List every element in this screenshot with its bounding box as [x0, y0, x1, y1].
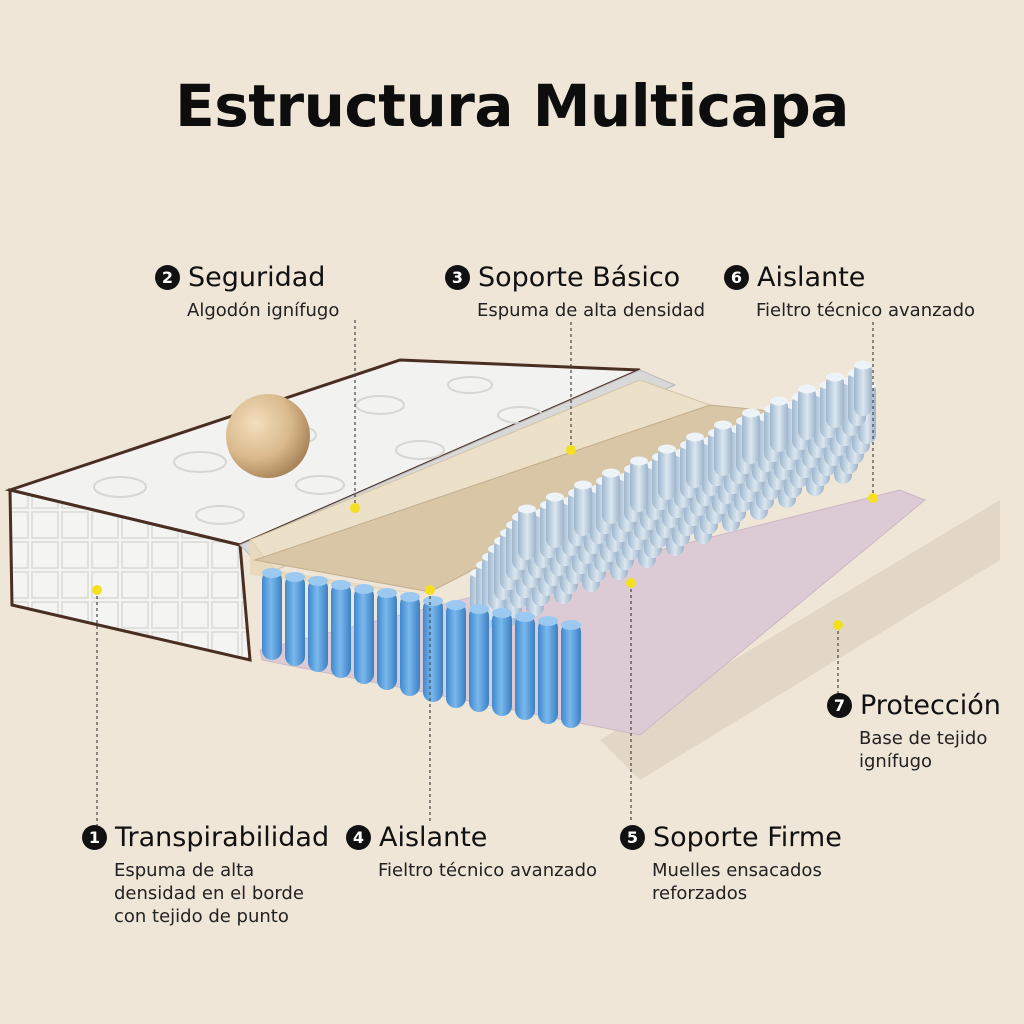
callout-title: Protección [860, 690, 1001, 721]
spring-cap [658, 444, 676, 454]
callout-number: 1 [82, 825, 107, 850]
spring-cap [630, 456, 648, 466]
spring-cap [854, 360, 872, 370]
callout-number: 2 [155, 265, 180, 290]
callout-description: Espuma de alta densidad en el borde con … [114, 860, 304, 927]
spring-coil [538, 618, 558, 724]
spring-cap [742, 408, 760, 418]
spring-cap [826, 372, 844, 382]
callout-2: 2 Seguridad Algodón ignífugo [155, 262, 339, 322]
spring-coil [354, 586, 374, 684]
spring-cap [446, 600, 466, 610]
spring-coil [285, 574, 305, 666]
spring-cap [262, 568, 282, 578]
spring-cap [561, 620, 581, 630]
callout-title: Seguridad [188, 262, 326, 293]
callout-description: Fieltro técnico avanzado [756, 300, 976, 321]
spring-cap [538, 616, 558, 626]
callout-title: Aislante [757, 262, 866, 293]
spring-coil [518, 506, 536, 560]
spring-cap [423, 596, 443, 606]
mattress-side-panel [8, 488, 252, 662]
spring-coil [826, 374, 844, 428]
spring-cap [400, 592, 420, 602]
spring-coil [770, 398, 788, 452]
callout-4: 4 Aislante Fieltro técnico avanzado [346, 822, 597, 882]
indicator-dot-2 [350, 503, 360, 513]
spring-coil [546, 494, 564, 548]
spring-coil [262, 570, 282, 660]
spring-cap [574, 480, 592, 490]
spring-cap [492, 608, 512, 618]
spring-cap [518, 504, 536, 514]
indicator-dot-5 [626, 578, 636, 588]
spring-cap [308, 576, 328, 586]
spring-coil [602, 470, 620, 524]
spring-coil [308, 578, 328, 672]
spring-cap [798, 384, 816, 394]
callout-number: 5 [620, 825, 645, 850]
spring-cap [546, 492, 564, 502]
spring-coil [377, 590, 397, 690]
spring-coil [630, 458, 648, 512]
leader-lines [96, 320, 874, 828]
callout-title: Soporte Básico [478, 262, 681, 293]
callout-5: 5 Soporte Firme Muelles ensacados reforza… [620, 822, 842, 905]
floor-shadow [600, 500, 1000, 780]
spring-coil [658, 446, 676, 500]
callout-number: 3 [445, 265, 470, 290]
spring-coil [446, 602, 466, 708]
spring-cap [686, 432, 704, 442]
indicator-dot-6 [868, 493, 878, 503]
spring-cap [469, 604, 489, 614]
spring-cap [354, 584, 374, 594]
callout-1: 1 Transpirabilidad Espuma de alta densida… [82, 822, 329, 928]
spring-cap [714, 420, 732, 430]
latex-ball [226, 394, 310, 478]
callout-number: 6 [724, 265, 749, 290]
page-title: Estructura Multicapa [175, 72, 849, 140]
indicator-dot-1 [92, 585, 102, 595]
callout-description: Base de tejido ignífugo [859, 728, 988, 772]
callout-number: 7 [827, 693, 852, 718]
spring-cap [770, 396, 788, 406]
spring-coil [400, 594, 420, 696]
pocket-springs-front [262, 568, 581, 728]
spring-cap [285, 572, 305, 582]
spring-coil [331, 582, 351, 678]
pocket-springs-back [470, 360, 876, 640]
callout-6: 6 Aislante Fieltro técnico avanzado [724, 262, 975, 322]
callout-7: 7 Protección Base de tejido ignífugo [827, 690, 1001, 773]
callout-description: Algodón ignífugo [187, 300, 340, 321]
callout-description: Espuma de alta densidad [477, 300, 706, 321]
spring-cap [515, 612, 535, 622]
spring-cap [331, 580, 351, 590]
spring-coil [423, 598, 443, 702]
spring-coil [798, 386, 816, 440]
callout-title: Aislante [379, 822, 488, 853]
callout-title: Soporte Firme [653, 822, 842, 853]
spring-coil [574, 482, 592, 536]
spring-coil [515, 614, 535, 720]
indicator-dot-3 [566, 445, 576, 455]
spring-cap [602, 468, 620, 478]
spring-cap [377, 588, 397, 598]
spring-coil [561, 622, 581, 728]
callout-3: 3 Soporte Básico Espuma de alta densidad [445, 262, 705, 322]
spring-coil [742, 410, 760, 464]
spring-coil [492, 610, 512, 716]
callout-number: 4 [346, 825, 371, 850]
spring-coil [854, 362, 872, 416]
spring-coil [686, 434, 704, 488]
indicator-dot-7 [833, 620, 843, 630]
callout-title: Transpirabilidad [115, 822, 330, 853]
spring-coil [469, 606, 489, 712]
indicator-dot-4 [425, 585, 435, 595]
callout-description: Muelles ensacados reforzados [652, 860, 822, 904]
callout-description: Fieltro técnico avanzado [378, 860, 598, 881]
indicator-dots [92, 445, 878, 630]
spring-coil [714, 422, 732, 476]
